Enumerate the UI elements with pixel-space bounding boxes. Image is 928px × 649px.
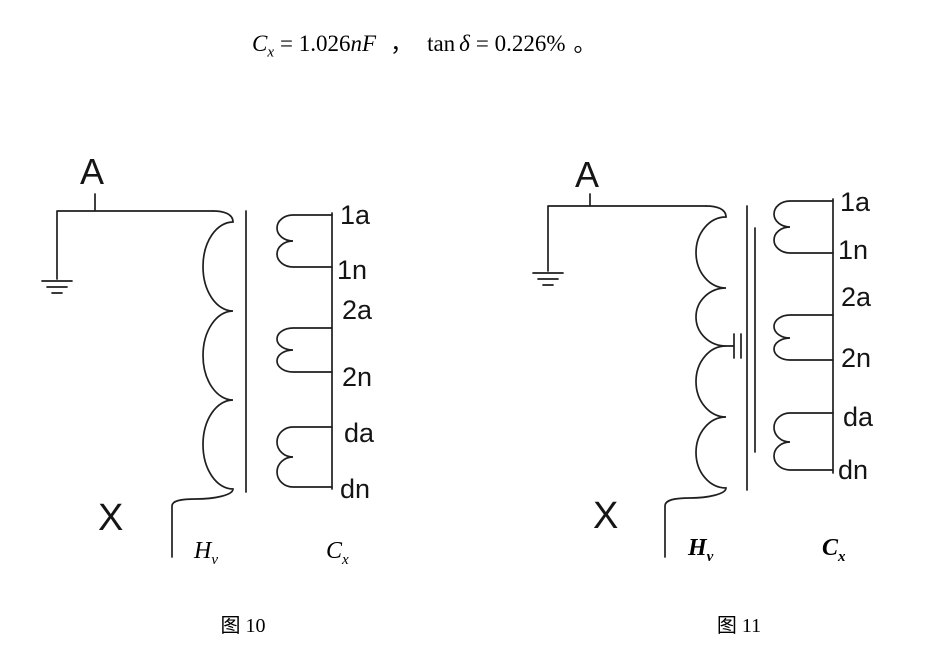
fig10-caption: 图 10 (220, 615, 266, 637)
fig11-terminal-2n: 2n (841, 343, 872, 373)
lv-winding-3 (773, 412, 834, 471)
fig10-hv-label-main: H (194, 538, 212, 564)
formula-comma: ， (390, 31, 414, 56)
fig10-cx-label-sub: x (342, 551, 349, 568)
fig11-terminal-dn: dn (838, 455, 869, 485)
hv-lead-lines (547, 193, 707, 272)
fig11-linework (532, 193, 834, 558)
lv-winding-2 (276, 327, 333, 373)
fig11-hv-label-main: H (688, 535, 707, 561)
fig11-terminal-da: da (843, 402, 874, 432)
fig11-cx-label-sub: x (838, 548, 846, 565)
lv-winding-3 (276, 426, 333, 488)
fig11-caption: 图 11 (716, 615, 762, 637)
formula-cx-symbol: C (252, 31, 268, 56)
fig10-terminal-X: X (98, 497, 124, 539)
hv-lead-lines (56, 193, 214, 280)
lv-winding-2 (773, 314, 834, 361)
formula-tan-value: = 0.226% (475, 31, 566, 56)
lv-windings (276, 214, 333, 488)
fig11-hv-label-sub: v (706, 548, 714, 565)
fig10-terminal-2n: 2n (342, 362, 373, 392)
fig11-terminal-A: A (575, 154, 600, 195)
fig11-terminal-X: X (593, 495, 619, 537)
fig11-cx-label-main: C (822, 535, 839, 561)
formula-delta: δ (459, 31, 470, 56)
fig10-hv-label: Hv (194, 538, 218, 573)
formula-unit: nF (350, 31, 377, 56)
fig11-terminal-2a: 2a (841, 282, 872, 312)
lv-winding-1 (276, 214, 333, 268)
fig11-hv-label: Hv (688, 535, 713, 570)
fig10-terminal-dn: dn (340, 474, 371, 504)
fig10-cx-label-main: C (326, 538, 343, 564)
fig10-hv-label-sub: v (211, 551, 219, 568)
lv-winding-1 (773, 200, 834, 254)
formula-period: 。 (573, 31, 597, 56)
ground-icon (532, 272, 564, 286)
fig10-terminal-2a: 2a (342, 295, 373, 325)
formula-tan: tan (427, 31, 456, 56)
ground-icon (41, 280, 73, 294)
fig10-terminal-A: A (80, 151, 105, 192)
fig10-terminal-1a: 1a (340, 200, 371, 230)
capacitor-icon (725, 333, 742, 359)
hv-winding (171, 210, 234, 558)
formula-cx-subscript: x (267, 44, 275, 61)
fig10-linework (41, 193, 333, 558)
fig10-cx-label: Cx (326, 538, 349, 573)
fig11-terminal-1a: 1a (840, 187, 871, 217)
hv-winding (664, 205, 727, 558)
formula-cx-value: = 1.026 (280, 31, 351, 56)
fig10-terminal-1n: 1n (337, 255, 368, 285)
fig11-cx-label: Cx (822, 535, 846, 570)
fig11-terminal-1n: 1n (838, 235, 869, 265)
fig10-terminal-da: da (344, 418, 375, 448)
lv-windings (773, 200, 834, 471)
